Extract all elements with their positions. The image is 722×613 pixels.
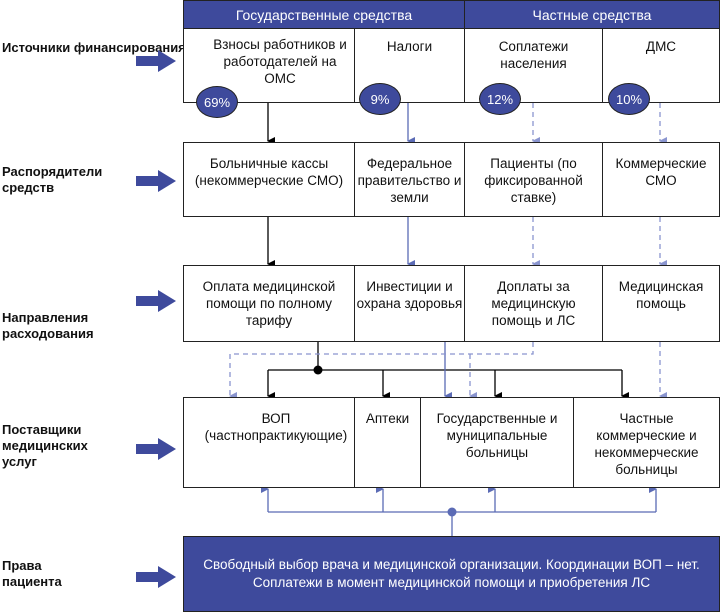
distributor-commercial-insurers: Коммерческие СМО <box>602 142 720 217</box>
share-badge-oms: 69% <box>196 86 238 118</box>
row-label-distributors: Распорядители средств <box>2 164 103 195</box>
spending-medical-care: Медицинская помощь <box>602 265 720 342</box>
row-label-spending: Направления расходования <box>2 310 94 341</box>
right-arrow-icon <box>136 290 176 312</box>
spending-investment: Инвестиции и охрана здоровья <box>354 265 465 342</box>
right-arrow-icon <box>136 566 176 588</box>
provider-public-hospitals: Государственные и муниципальные больницы <box>420 397 574 488</box>
provider-gp: ВОП (частнопрактикующие) <box>183 397 355 488</box>
row-label-providers: Поставщики медицинских услуг <box>2 422 88 469</box>
right-arrow-icon <box>136 50 176 72</box>
header-private-funds: Частные средства <box>464 0 720 29</box>
share-badge-taxes: 9% <box>359 83 401 115</box>
right-arrow-icon <box>136 170 176 192</box>
distributor-sickness-funds: Больничные кассы (некоммерческие СМО) <box>183 142 355 217</box>
patient-rights-box: Свободный выбор врача и медицинской орга… <box>183 536 720 612</box>
share-badge-vhi: 10% <box>608 83 650 115</box>
provider-private-hospitals: Частные коммерческие и некоммерческие бо… <box>573 397 720 488</box>
distributor-government: Федеральное правительство и земли <box>354 142 465 217</box>
right-arrow-icon <box>136 438 176 460</box>
share-badge-copayments: 12% <box>479 83 521 115</box>
distributor-patients: Пациенты (по фиксированной ставке) <box>464 142 603 217</box>
row-label-rights: Права пациента <box>2 558 62 589</box>
spending-full-tariff: Оплата медицинской помощи по полному тар… <box>183 265 355 342</box>
header-public-funds: Государственные средства <box>183 0 465 29</box>
provider-pharmacies: Аптеки <box>354 397 421 488</box>
row-label-sources: Источники финансирования <box>2 40 186 55</box>
spending-surcharges: Доплаты за медицинскую помощь и ЛС <box>464 265 603 342</box>
